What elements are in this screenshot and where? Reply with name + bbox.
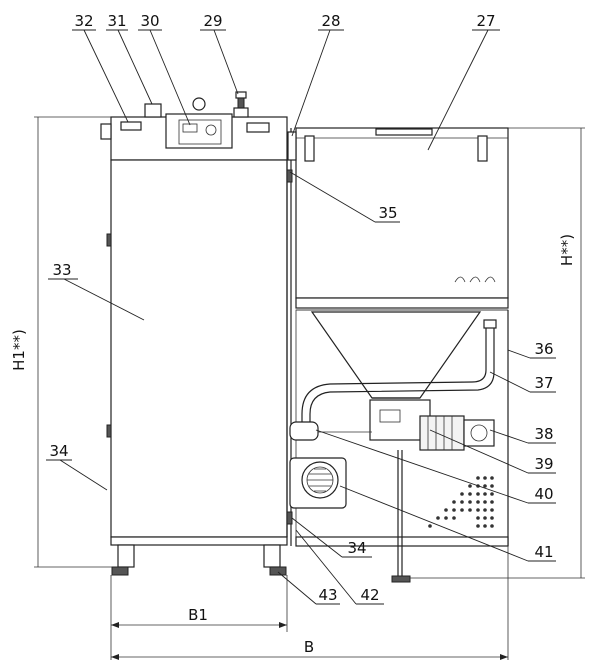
callout-34-right: 34 xyxy=(347,539,366,557)
hinge xyxy=(106,233,112,247)
gauge-icon xyxy=(192,97,206,111)
callout-30: 30 xyxy=(140,12,159,30)
pellet-hopper-unit xyxy=(286,127,509,583)
boiler-plinth xyxy=(110,536,288,546)
control-panel xyxy=(165,113,233,149)
boiler-door xyxy=(110,159,288,538)
callout-38: 38 xyxy=(534,425,553,443)
callout-32: 32 xyxy=(74,12,93,30)
callout-35: 35 xyxy=(378,204,397,222)
callout-41: 41 xyxy=(534,543,553,561)
callout-36: 36 xyxy=(534,340,553,358)
gearbox xyxy=(463,419,495,447)
fan-grille-icon xyxy=(307,468,333,492)
gearbox-shaft-icon xyxy=(470,424,488,442)
label-plate xyxy=(120,121,142,131)
lid-latch xyxy=(304,135,315,162)
dimension-lines xyxy=(34,116,585,660)
valve-stem xyxy=(237,97,245,109)
control-display xyxy=(178,119,222,145)
foot-left xyxy=(117,544,135,568)
stand-foot xyxy=(391,575,411,583)
boiler-body xyxy=(100,91,288,576)
dimension-b1-label: B1 xyxy=(188,606,208,624)
brand-badge xyxy=(246,122,270,133)
feed-pipe xyxy=(309,326,495,422)
callout-42: 42 xyxy=(360,586,379,604)
dimension-h-label: H**) xyxy=(558,234,576,266)
leveling-foot xyxy=(111,566,129,576)
callout-39: 39 xyxy=(534,455,553,473)
pipe-connector xyxy=(287,131,297,161)
callout-40: 40 xyxy=(534,485,553,503)
callout-37: 37 xyxy=(534,374,553,392)
vent-holes xyxy=(428,476,494,528)
callout-34-left: 34 xyxy=(49,442,68,460)
hinge xyxy=(106,424,112,438)
pellet-hopper xyxy=(295,127,509,299)
leader-lines xyxy=(46,29,556,605)
callout-28: 28 xyxy=(321,12,340,30)
callout-29: 29 xyxy=(203,12,222,30)
foot-right xyxy=(263,544,281,568)
brand-logo-icon xyxy=(454,276,496,283)
lid-handle xyxy=(375,128,433,136)
callout-31: 31 xyxy=(107,12,126,30)
callout-33: 33 xyxy=(52,261,71,279)
valve-body xyxy=(233,107,249,118)
leveling-foot xyxy=(269,566,287,576)
lid-latch xyxy=(477,135,488,162)
feed-motor xyxy=(419,415,465,451)
burner-head xyxy=(289,421,319,441)
hopper-funnel xyxy=(310,311,482,399)
callout-43: 43 xyxy=(318,586,337,604)
dimension-b-label: B xyxy=(304,638,314,656)
side-flap xyxy=(100,123,112,140)
callout-27: 27 xyxy=(476,12,495,30)
top-cylinder xyxy=(144,103,162,118)
control-knob-icon xyxy=(205,124,217,136)
dimension-h1-label: H1**) xyxy=(10,329,28,371)
